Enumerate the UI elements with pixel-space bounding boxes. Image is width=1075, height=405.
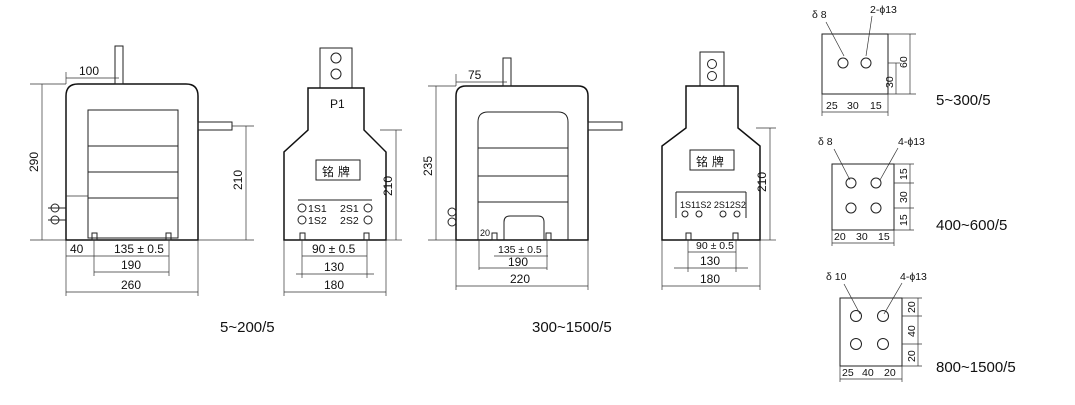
dim-20: 20 bbox=[480, 228, 490, 238]
side-view-small: P1 铭 牌 1S1 1S2 2S1 2S2 210 90 ± 0.5 130 … bbox=[283, 47, 402, 296]
dim-130-side-large: 130 bbox=[700, 254, 720, 268]
nameplate-label-large: 铭 牌 bbox=[696, 154, 724, 169]
dim-210-front: 210 bbox=[231, 170, 245, 190]
bar2-thickness: δ 8 bbox=[818, 136, 833, 148]
dim-210-side-large: 210 bbox=[755, 172, 769, 192]
bar2-holes: 4-ϕ13 bbox=[898, 136, 925, 148]
terminal-2s1: 2S1 bbox=[340, 203, 359, 215]
bar1-range: 5~300/5 bbox=[936, 92, 991, 109]
bar2-range: 400~600/5 bbox=[936, 217, 1007, 234]
busbar-detail-3: δ 10 4-ϕ13 20 40 20 25 40 20 800~1500/5 bbox=[826, 271, 1016, 382]
dim-190-large: 190 bbox=[508, 255, 528, 269]
dim-90-side: 90 ± 0.5 bbox=[312, 242, 356, 256]
terminal-1s2: 1S2 bbox=[308, 215, 327, 227]
terminal-labels-large: 1S11S2 2S12S2 bbox=[680, 200, 746, 210]
dim-40: 40 bbox=[70, 242, 84, 256]
caption-middle: 300~1500/5 bbox=[532, 319, 612, 336]
dim-235: 235 bbox=[421, 156, 435, 176]
bar1-w25: 25 bbox=[826, 100, 838, 112]
bar3-h20a: 20 bbox=[906, 301, 918, 313]
dim-135-large: 135 ± 0.5 bbox=[498, 244, 542, 256]
busbar-detail-2: δ 8 4-ϕ13 15 30 15 20 30 15 400~600/5 bbox=[818, 136, 1007, 246]
busbar-detail-1: δ 8 2-ϕ13 60 30 25 30 15 5~300/5 bbox=[812, 4, 991, 116]
dim-100: 100 bbox=[79, 64, 99, 78]
bar1-w15: 15 bbox=[870, 100, 882, 112]
bar2-w20: 20 bbox=[834, 231, 846, 243]
bar3-w40: 40 bbox=[862, 367, 874, 379]
bar3-range: 800~1500/5 bbox=[936, 359, 1016, 376]
nameplate-label: 铭 牌 bbox=[322, 164, 350, 179]
bar1-thickness: δ 8 bbox=[812, 9, 827, 21]
bar2-w15: 15 bbox=[878, 231, 890, 243]
dim-180-side-large: 180 bbox=[700, 272, 720, 286]
dim-290: 290 bbox=[27, 152, 41, 172]
dim-130-side: 130 bbox=[324, 260, 344, 274]
bar1-w30: 30 bbox=[847, 100, 859, 112]
dim-135: 135 ± 0.5 bbox=[114, 242, 164, 256]
bar1-h30: 30 bbox=[884, 76, 896, 88]
terminal-2s2: 2S2 bbox=[340, 215, 359, 227]
bar2-h15a: 15 bbox=[898, 168, 910, 180]
caption-left: 5~200/5 bbox=[220, 319, 275, 336]
bar3-h20b: 20 bbox=[906, 350, 918, 362]
bar3-thickness: δ 10 bbox=[826, 271, 847, 283]
dim-90-side-large: 90 ± 0.5 bbox=[696, 240, 734, 252]
dim-220: 220 bbox=[510, 272, 530, 286]
front-view-large: 75 235 20 135 ± 0.5 190 220 bbox=[421, 57, 623, 290]
bar2-h15b: 15 bbox=[898, 214, 910, 226]
bar3-holes: 4-ϕ13 bbox=[900, 271, 927, 283]
bar1-holes: 2-ϕ13 bbox=[870, 4, 897, 16]
dim-75: 75 bbox=[468, 68, 482, 82]
dim-190: 190 bbox=[121, 258, 141, 272]
terminal-1s1: 1S1 bbox=[308, 203, 327, 215]
front-view-small: 100 290 210 40 135 ± 0.5 190 260 bbox=[27, 45, 254, 296]
terminal-p1: P1 bbox=[330, 97, 345, 111]
bar2-w30: 30 bbox=[856, 231, 868, 243]
side-view-large: 铭 牌 1S11S2 2S12S2 210 90 ± 0.5 130 180 bbox=[661, 51, 776, 290]
bar3-w25: 25 bbox=[842, 367, 854, 379]
dim-260: 260 bbox=[121, 278, 141, 292]
dim-180-side: 180 bbox=[324, 278, 344, 292]
dim-210-side: 210 bbox=[381, 176, 395, 196]
bar1-h60: 60 bbox=[898, 56, 910, 68]
bar3-h40: 40 bbox=[906, 325, 918, 337]
bar2-h30: 30 bbox=[898, 191, 910, 203]
bar3-w20: 20 bbox=[884, 367, 896, 379]
